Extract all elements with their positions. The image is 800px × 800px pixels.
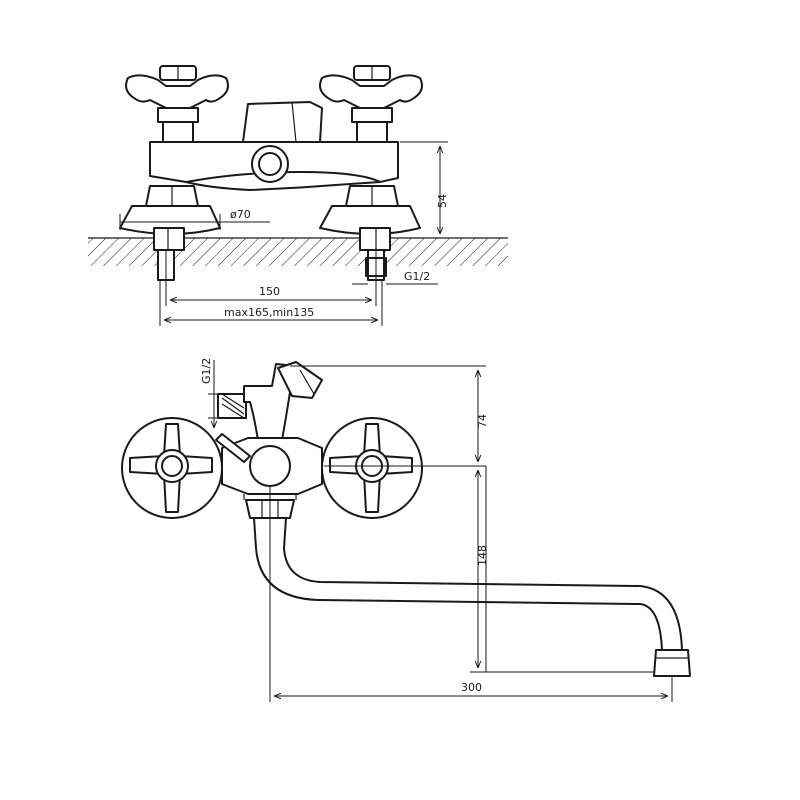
dim-thread-top: G1/2: [200, 358, 236, 428]
dim-adjust-range: max165,min135: [159, 280, 383, 326]
label-height: 54: [436, 194, 449, 208]
diverter-housing: [242, 101, 323, 143]
left-nut-flange: [119, 185, 221, 251]
dim-center-distance: 150: [165, 250, 377, 306]
dim-outlet-offset: 74: [290, 365, 489, 467]
left-rosette-handle: [121, 417, 223, 519]
dim-thread-front: G1/2: [352, 270, 438, 285]
front-view: ø70 54 G1/2 150 max165,min135: [88, 65, 508, 326]
central-body: [215, 433, 323, 500]
spout-pipe: [253, 517, 691, 677]
label-spout-drop: 148: [476, 545, 489, 566]
right-rosette-handle: [321, 417, 423, 519]
left-cross-handle: [125, 65, 229, 143]
label-thread-top: G1/2: [200, 358, 213, 384]
label-center-distance: 150: [259, 285, 280, 298]
dim-height: 54: [400, 141, 449, 239]
label-thread-front: G1/2: [404, 270, 430, 283]
shower-outlet: [217, 361, 323, 441]
label-outlet-offset: 74: [476, 414, 489, 428]
label-flange-diameter: ø70: [230, 208, 251, 221]
mixer-body: [149, 141, 399, 191]
right-cross-handle: [319, 65, 423, 143]
dim-spout-reach: 300: [269, 486, 673, 702]
right-nut-flange: [319, 185, 421, 251]
dim-spout-drop: 148: [470, 466, 654, 673]
dim-flange-diameter: ø70: [119, 208, 270, 230]
wall-hatch: [88, 237, 508, 266]
label-spout-reach: 300: [461, 681, 482, 694]
top-view: G1/2 74 148 300: [121, 358, 691, 702]
label-adjust-range: max165,min135: [224, 306, 314, 319]
